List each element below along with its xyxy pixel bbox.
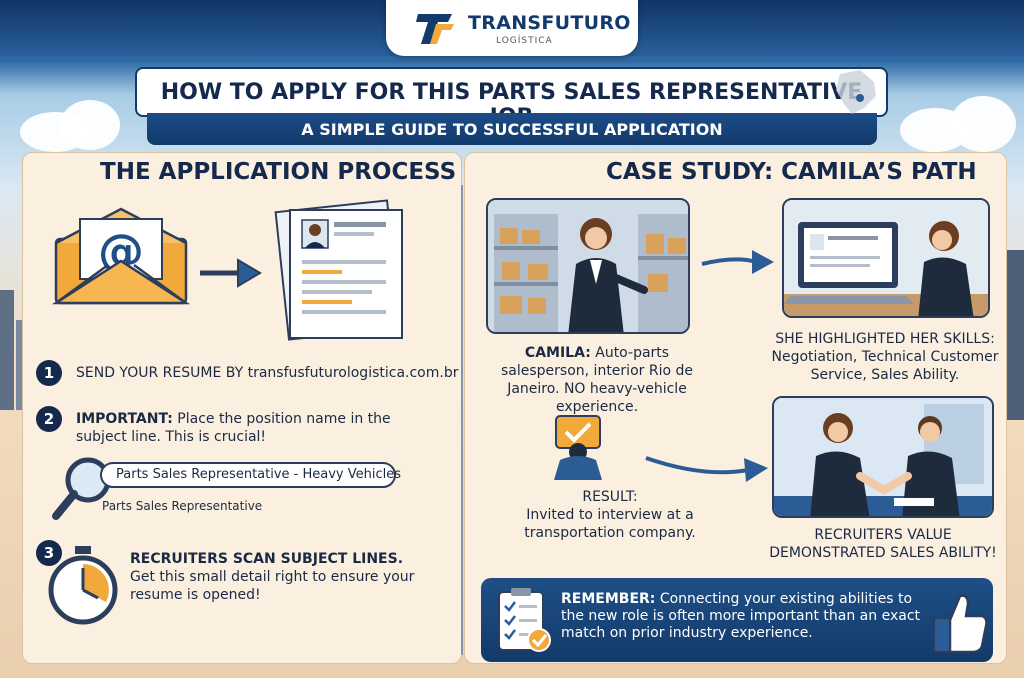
thumbs-up-icon	[933, 594, 988, 654]
step-1-email-link[interactable]: transfusfuturologistica.com.br	[243, 365, 459, 381]
remember-body: Connecting your existing abilities to th…	[561, 591, 921, 641]
step-2-detail: Place the position name in the subject l…	[76, 411, 391, 445]
result-text: Invited to interview at a transportation…	[524, 507, 696, 541]
page-subtitle: A SIMPLE GUIDE TO SUCCESSFUL APPLICATION	[301, 120, 723, 139]
laptop-scene-icon	[784, 200, 988, 316]
logo-tab: TRANSFUTURO LOGÍSTICA	[386, 0, 638, 56]
arrow-right-icon	[701, 250, 774, 274]
camila-text: Auto-parts salesperson, interior Rio de …	[501, 345, 693, 415]
remember-box: REMEMBER: Connecting your existing abili…	[481, 578, 993, 662]
handshake-scene-icon	[774, 398, 992, 516]
camila-warehouse-illustration	[486, 198, 690, 334]
subtitle-banner: A SIMPLE GUIDE TO SUCCESSFUL APPLICATION	[147, 113, 877, 145]
title-banner: HOW TO APPLY FOR THIS PARTS SALES REPRES…	[135, 67, 888, 130]
step-2-label: IMPORTANT:	[76, 411, 173, 427]
cloud	[60, 100, 120, 150]
camila-laptop-illustration	[782, 198, 990, 318]
resume-document-icon	[274, 199, 403, 341]
result-description: RESULT: Invited to interview at a transp…	[500, 488, 720, 542]
transfuturo-logo-icon	[416, 14, 454, 44]
remember-text: REMEMBER: Connecting your existing abili…	[561, 591, 931, 642]
step-3-number: 3	[36, 540, 62, 566]
step-1-number: 1	[36, 360, 62, 386]
brand-subtitle: LOGÍSTICA	[496, 36, 553, 46]
skills-text: Negotiation, Technical Customer Service,…	[771, 349, 999, 383]
interview-invite-icon	[554, 415, 602, 480]
step-2-text: IMPORTANT: Place the position name in th…	[76, 410, 416, 446]
arrow-right-icon	[645, 456, 768, 482]
subject-line-short: Parts Sales Representative	[102, 499, 263, 513]
brand-name: TRANSFUTURO	[468, 12, 631, 34]
panel-divider	[461, 185, 463, 655]
step-1-text: SEND YOUR RESUME BY transfusfuturologist…	[76, 364, 459, 382]
checklist-clipboard-icon	[498, 588, 551, 652]
process-title: THE APPLICATION PROCESS	[100, 159, 457, 185]
camila-label: CAMILA:	[524, 345, 591, 361]
step-2-number: 2	[36, 406, 62, 432]
subject-line-example: Parts Sales Representative - Heavy Vehic…	[100, 462, 401, 488]
handshake-illustration	[772, 396, 994, 518]
step-1-label: SEND YOUR RESUME BY	[76, 365, 244, 381]
arrow-right-icon	[200, 258, 262, 288]
result-label: RESULT:	[582, 489, 638, 505]
case-study-title: CASE STUDY: CAMILA’S PATH	[606, 159, 977, 185]
cloud	[950, 96, 1016, 152]
step-3-text: RECRUITERS SCAN SUBJECT LINES. Get this …	[130, 550, 450, 604]
step-3-label: RECRUITERS SCAN SUBJECT LINES.	[130, 551, 404, 567]
warehouse-scene-icon	[488, 200, 688, 332]
skills-title: SHE HIGHLIGHTED HER SKILLS:	[775, 331, 995, 347]
remember-label: REMEMBER:	[561, 591, 656, 607]
subject-line-text: Parts Sales Representative - Heavy Vehic…	[116, 467, 402, 482]
camila-description: CAMILA: Auto-parts salesperson, interior…	[482, 344, 712, 416]
skills-description: SHE HIGHLIGHTED HER SKILLS: Negotiation,…	[770, 330, 1000, 384]
envelope-email-icon: @	[52, 207, 190, 305]
step-3-detail: Get this small detail right to ensure yo…	[130, 569, 415, 603]
stopwatch-icon	[48, 546, 118, 625]
brazil-map-icon	[836, 70, 876, 114]
recruiters-value-text: RECRUITERS VALUE DEMONSTRATED SALES ABIL…	[769, 527, 997, 561]
